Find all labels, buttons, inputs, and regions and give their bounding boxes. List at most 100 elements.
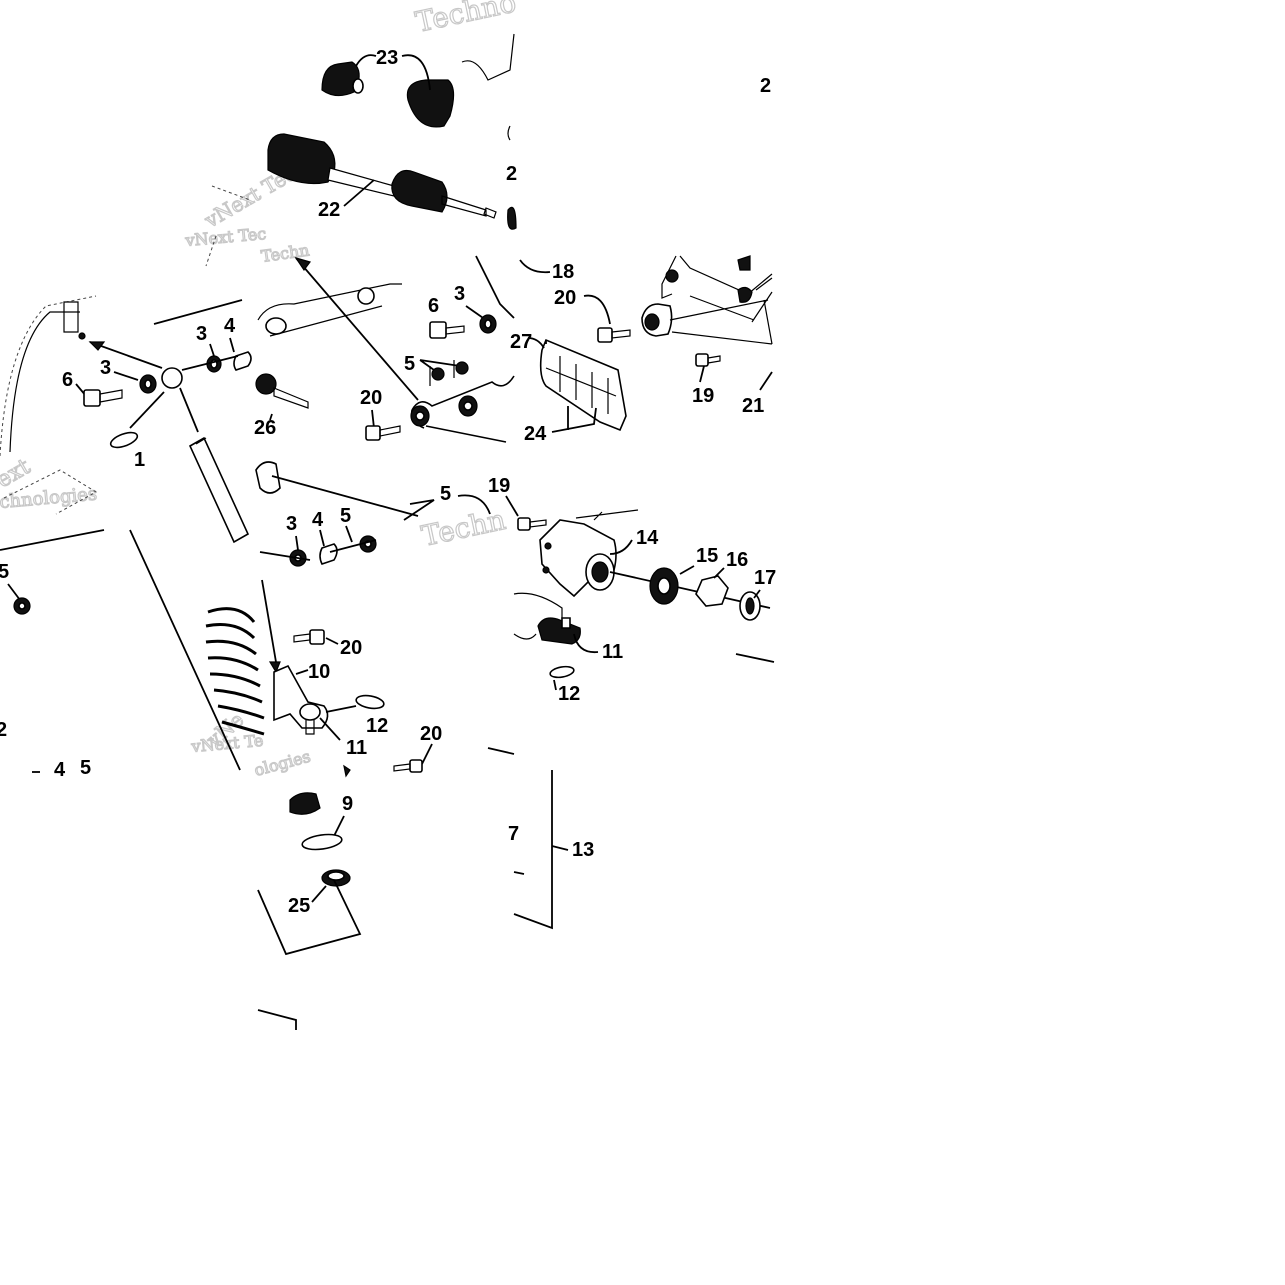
leader-line <box>333 815 345 837</box>
stud-bolt <box>255 373 309 409</box>
callout-16: 16 <box>726 549 748 571</box>
callout-7: 7 <box>508 823 519 845</box>
leader-line <box>421 743 433 765</box>
watermark-text: Techn <box>419 503 509 553</box>
leader-line <box>269 413 273 421</box>
callout-22: 22 <box>318 199 340 221</box>
callout-11: 11 <box>602 641 623 663</box>
wheel-bearing <box>649 567 679 605</box>
callout-6: 6 <box>62 369 73 391</box>
callout-11: 11 <box>346 737 367 759</box>
mounting-bolt <box>393 759 423 773</box>
leader-line <box>527 337 545 349</box>
bushing-sleeve <box>255 461 281 494</box>
leader-line <box>325 637 339 645</box>
cv-boot-small <box>321 61 364 97</box>
mounting-bolt <box>597 327 631 343</box>
leader-line <box>759 371 773 391</box>
panel-edge <box>257 1009 297 1030</box>
cv-boot-large <box>406 79 455 128</box>
hex-bolt <box>83 389 123 407</box>
frame-dashed-edge <box>3 469 97 515</box>
callout-17: 17 <box>754 567 776 589</box>
ball-joint <box>537 617 581 645</box>
leader-line <box>713 567 725 579</box>
leader-line <box>573 633 599 654</box>
callout-12: 12 <box>558 683 580 705</box>
skid-plate <box>539 338 627 432</box>
frame-tube <box>461 33 515 81</box>
callout-26: 26 <box>254 417 276 439</box>
callout-5: 5 <box>404 353 415 375</box>
callout-3: 3 <box>100 357 111 379</box>
callout-15: 15 <box>696 545 718 567</box>
mounting-bolt <box>293 629 325 645</box>
group-bracket <box>513 770 553 930</box>
panel-edge <box>153 299 243 325</box>
leader-line <box>209 337 235 357</box>
frame-tube <box>751 277 773 323</box>
leader-line <box>457 494 491 515</box>
callout-27: 27 <box>510 331 532 353</box>
callout-25: 25 <box>288 895 310 917</box>
callout-24: 24 <box>524 423 547 445</box>
watermark-text: chnologies <box>0 484 98 513</box>
leader-line <box>679 565 695 575</box>
leader-line <box>295 257 419 401</box>
frame-bracket <box>661 255 773 321</box>
callout-12: 12 <box>366 715 388 737</box>
frame-dashed-edge <box>205 185 251 267</box>
callout-13: 13 <box>572 839 594 861</box>
frame-dashed-edge <box>0 295 97 457</box>
callout-9: 9 <box>342 793 353 815</box>
callout-10: 10 <box>308 661 330 683</box>
callout-4: 4 <box>224 315 236 337</box>
bushing <box>289 792 321 815</box>
steering-knuckle-arm <box>273 664 329 735</box>
watermark-text: ext <box>0 454 35 493</box>
leader-line <box>7 583 21 601</box>
panel-edge <box>403 499 435 521</box>
callout-20: 20 <box>360 387 382 409</box>
leader-line <box>295 525 353 551</box>
callout-6: 6 <box>428 295 439 317</box>
washer <box>301 833 343 851</box>
frame-tube <box>475 255 515 319</box>
leader-line <box>519 259 551 274</box>
coil-spring <box>205 607 265 736</box>
bracket-tab <box>429 360 455 386</box>
a-arm-upper <box>641 299 773 345</box>
spindle-nut <box>695 575 729 607</box>
hex-bolt <box>695 353 721 367</box>
a-arm-lower <box>410 375 515 443</box>
leader-line <box>343 179 375 207</box>
leader-line <box>261 579 277 663</box>
panel-edge <box>735 653 775 663</box>
mounting-bolt <box>365 425 401 441</box>
watermark-text: ologies <box>252 747 312 780</box>
callout-3: 3 <box>196 323 207 345</box>
callout-18: 18 <box>552 261 574 283</box>
leader-line <box>513 871 525 875</box>
leader-line <box>505 495 519 517</box>
leader-line <box>551 406 597 433</box>
panel-edge <box>257 879 362 956</box>
callout-20: 20 <box>420 723 442 745</box>
panel-edge <box>487 747 515 755</box>
frame-rail <box>257 283 402 337</box>
callout-3: 3 <box>454 283 465 305</box>
leader-line <box>609 539 633 555</box>
shock-absorber <box>161 367 250 544</box>
leader-line <box>419 359 461 371</box>
axis-line <box>181 355 239 371</box>
leader-line <box>89 341 163 369</box>
watermark-text: Techno <box>413 0 519 39</box>
callout-5: 5 <box>340 505 351 527</box>
callout-3: 3 <box>286 513 297 535</box>
callout-2: 2 <box>760 75 771 97</box>
callout-5: 5 <box>80 757 91 779</box>
callout-21: 21 <box>742 395 764 417</box>
frame-edge <box>513 509 639 640</box>
callout-19: 19 <box>692 385 714 407</box>
axis-line <box>259 539 377 561</box>
